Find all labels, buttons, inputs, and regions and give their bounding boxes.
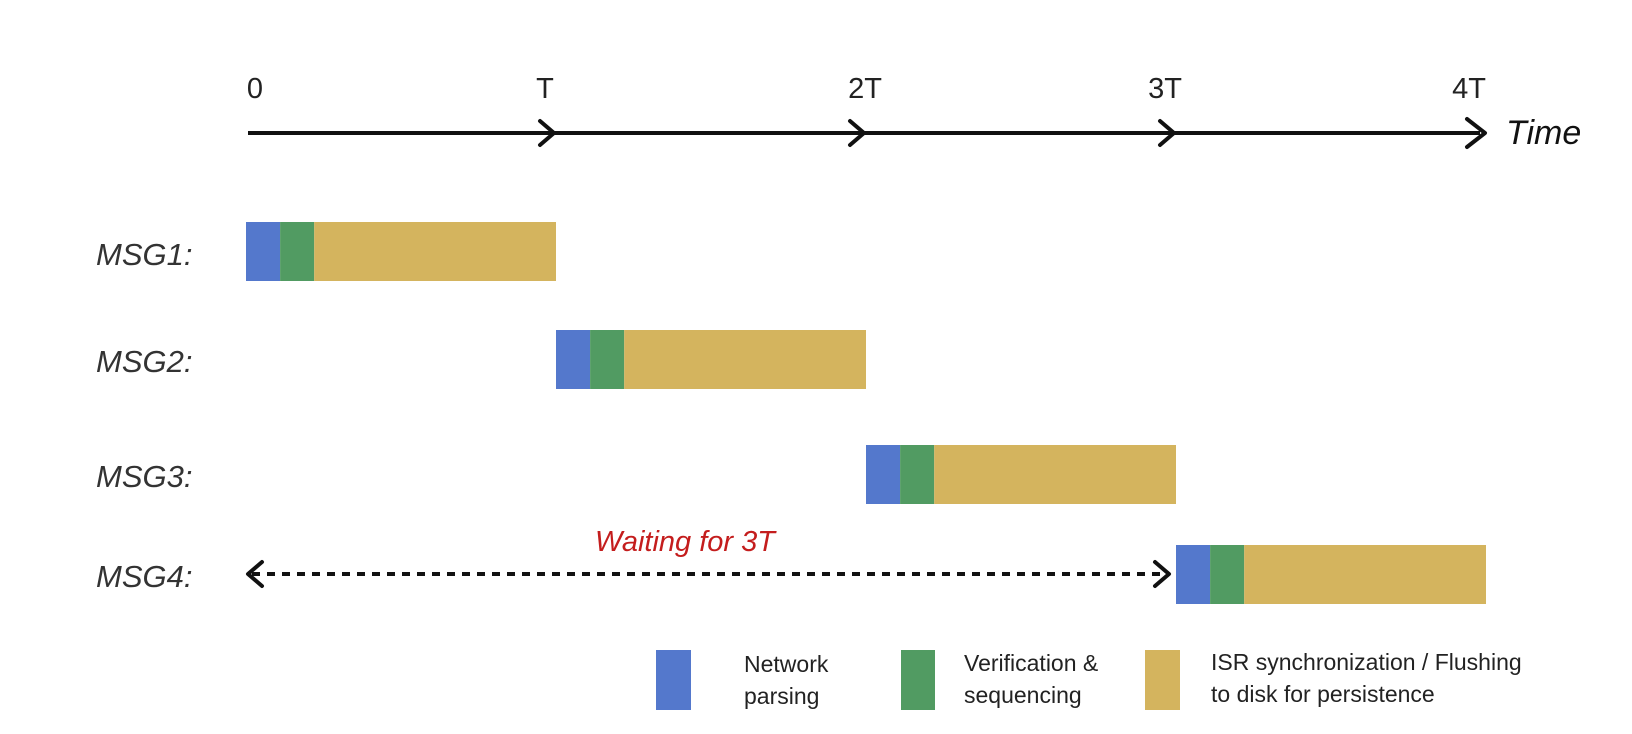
tick-label-t: T [536,73,554,105]
axis-arrowhead [1465,117,1487,149]
waiting-right-arrowhead [1153,560,1171,588]
tick-label-3t: 3T [1148,73,1182,105]
message-bar-group [246,222,556,281]
message-row-1: MSG1: [96,222,556,281]
verification-segment [590,330,625,389]
isr-flush-segment [1244,545,1486,604]
network-parsing-segment [866,445,901,504]
legend-label-line1: Network [744,651,829,677]
message-bar-group [556,330,866,389]
legend-item-isr-flush: ISR synchronization / Flushing to disk f… [1145,649,1522,710]
legend-label-line1: Verification & [964,650,1098,676]
message-label: MSG2: [96,344,192,379]
message-label: MSG4: [96,559,192,594]
verification-segment [1210,545,1245,604]
message-label: MSG1: [96,237,192,272]
waiting-indicator: Waiting for 3T [246,526,1171,588]
axis-arrow-marker [1158,119,1176,147]
legend-label-line1: ISR synchronization / Flushing [1211,649,1522,675]
message-row-2: MSG2: [96,330,866,389]
isr-flush-segment [314,222,556,281]
tick-label-4t: 4T [1452,73,1486,105]
legend-swatch [1145,650,1180,710]
verification-segment [900,445,935,504]
legend-swatch [901,650,935,710]
verification-segment [280,222,315,281]
message-label: MSG3: [96,459,192,494]
message-bar-group [1176,545,1486,604]
message-row-3: MSG3: [96,445,1176,504]
legend-label-line2: parsing [744,683,819,709]
legend-swatch [656,650,691,710]
network-parsing-segment [246,222,281,281]
axis-arrow-marker [848,119,866,147]
tick-label-0: 0 [247,73,263,105]
message-bar-group [866,445,1176,504]
network-parsing-segment [556,330,591,389]
legend-label-line2: sequencing [964,682,1082,708]
time-axis: 0 T 2T 3T 4T Time [247,73,1581,152]
axis-arrow-marker [538,119,556,147]
waiting-label: Waiting for 3T [595,526,777,558]
tick-label-2t: 2T [848,73,882,105]
waiting-left-arrowhead [246,560,264,588]
legend: Network parsing Verification & sequencin… [656,649,1522,710]
legend-item-network-parsing: Network parsing [656,650,829,710]
isr-flush-segment [624,330,866,389]
isr-flush-segment [934,445,1176,504]
network-parsing-segment [1176,545,1211,604]
legend-label-line2: to disk for persistence [1211,681,1435,707]
axis-title-time: Time [1506,114,1581,152]
legend-item-verification: Verification & sequencing [901,650,1098,710]
message-row-4: MSG4: [96,545,1486,604]
